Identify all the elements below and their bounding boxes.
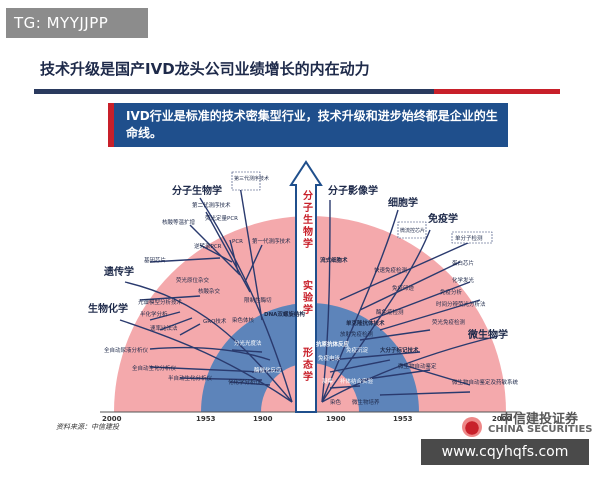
- branch-immunology: 免疫学: [428, 212, 458, 225]
- label-single-molecule: 单分子检测: [455, 234, 483, 242]
- axis-label-left-1953: 1953: [196, 415, 216, 422]
- company-logo-icon: [462, 417, 482, 437]
- label-semi-auto: 半化学分析: [140, 310, 168, 318]
- label-full-auto: 全自动尿液分析仪: [104, 346, 149, 354]
- label-fast-immuno: 快速免疫检测: [374, 266, 408, 274]
- source-note: 资料来源：中信建投: [56, 423, 119, 431]
- axis-label-right-2000: 2000: [492, 415, 512, 422]
- label-third-gen: 第三代测序技术: [234, 175, 269, 182]
- label-immuno-analysis: 免疫分析: [440, 288, 463, 296]
- label-rflp: 限制性酶切: [244, 296, 272, 304]
- label-chem-analyzer: 化化学分析仪: [228, 378, 262, 386]
- axis-label-right-1953: 1953: [393, 415, 413, 422]
- label-culture: 微生物培养: [352, 398, 380, 406]
- label-enzyme: 酶催化反应: [254, 366, 282, 374]
- site-watermark: www.cqyhqfs.com: [421, 439, 589, 465]
- label-macromol: 大分子标记技术: [380, 346, 419, 354]
- axis-label-right-1900: 1900: [326, 415, 346, 422]
- label-complement: 补体结合实验: [340, 377, 374, 385]
- summary-banner: IVD行业是标准的技术密集型行业，技术升级和进步始终都是企业的生命线。: [108, 103, 508, 147]
- label-tof: 时间分辨荧光分析法: [436, 300, 486, 308]
- label-chip: 微流控芯片: [400, 227, 425, 234]
- label-qpcr: 荧光定量PCR: [205, 214, 238, 222]
- label-karyotype: 核酸杂交: [198, 287, 221, 295]
- branch-genetics: 遗传学: [103, 265, 134, 278]
- channel-badge: TG: MYYJJPP: [6, 8, 148, 38]
- label-gene-chip: 基因芯片: [144, 256, 166, 264]
- company-logo-name: 中信建投证券: [500, 412, 579, 427]
- label-staining: 染色体核: [232, 316, 255, 324]
- label-micro-auto: 微生物自动鉴定及药敏系统: [452, 378, 519, 386]
- chip-box: [397, 221, 427, 239]
- arrow-label-middle: 实验学: [301, 279, 313, 316]
- third-gen-box: [231, 171, 261, 191]
- label-immuno-diff: 免疫沉淀: [346, 346, 369, 354]
- label-spectrophotometry: 分光光度法: [234, 339, 262, 347]
- label-fluor-immuno: 荧光免疫检测: [432, 318, 466, 326]
- technology-evolution-diagram: 2000 1953 1900 1900 1953 2000 分子生物学 实验学 …: [88, 160, 520, 422]
- label-radio: 放射免疫检测: [340, 330, 374, 338]
- label-isothermal: 核酸等温扩增: [162, 218, 195, 226]
- label-second-gen: 第二代测序技术: [192, 201, 231, 209]
- label-dna-double: DNA双螺旋结构: [264, 310, 305, 318]
- label-grq: GRQ技术: [203, 317, 227, 325]
- central-arrow: [289, 160, 323, 413]
- branch-molecular-biology: 分子生物学: [172, 184, 222, 197]
- title-underline-accent: [434, 89, 560, 94]
- label-flow: 流式细胞术: [320, 256, 348, 264]
- arrow-label-top: 分子生物学: [301, 189, 313, 250]
- label-chemilum: 化学发光: [452, 276, 475, 284]
- label-reverse-pcr: 逆转录PCR: [194, 242, 222, 250]
- label-agglut: 凝集: [322, 377, 334, 385]
- label-pcr: PCR: [232, 239, 243, 245]
- branch-cytology: 细胞学: [388, 196, 418, 209]
- label-rate: 速率比法法: [150, 324, 178, 332]
- label-stain: 染色: [330, 398, 342, 406]
- label-immuno-elec: 免疫电泳: [318, 354, 341, 362]
- label-elisa: 酶免疫检测: [376, 308, 404, 316]
- label-protein-chip: 蛋白芯片: [452, 259, 474, 267]
- company-logo-english: CHINA SECURITIES: [488, 424, 593, 435]
- label-semi-bio: 半自动生化分析仪: [168, 374, 213, 382]
- branch-microbiology: 微生物学: [467, 328, 508, 341]
- label-auto-bio: 全自动生化分析仪: [132, 364, 177, 372]
- label-first-gen: 第一代测序技术: [252, 237, 291, 245]
- branch-molecular-imaging: 分子影像学: [328, 184, 378, 197]
- summary-text: IVD行业是标准的技术密集型行业，技术升级和进步始终都是企业的生命线。: [126, 109, 498, 140]
- axis-label-left-2000: 2000: [102, 415, 122, 422]
- axis-label-left-1900: 1900: [253, 415, 273, 422]
- left-branch-lines: [119, 185, 293, 403]
- label-single-abs: 单克隆抗体技术: [346, 319, 385, 327]
- arrow-label-bottom: 形态学: [301, 347, 313, 383]
- label-antigen: 抗原抗体反应: [316, 340, 350, 348]
- title-underline: [34, 89, 434, 94]
- page-title: 技术升级是国产IVD龙头公司业绩增长的内在动力: [40, 60, 370, 78]
- label-fish: 荧光原位杂交: [176, 276, 210, 284]
- label-immuno-print: 免疫印迹: [392, 284, 415, 292]
- label-spectro: 光谱模型分析技术: [138, 298, 183, 306]
- single-molecule-box: [451, 231, 493, 244]
- right-branch-lines: [321, 199, 499, 403]
- branch-biochemistry: 生物化学: [88, 302, 128, 315]
- label-micro-id: 微生物自动鉴定: [398, 362, 437, 370]
